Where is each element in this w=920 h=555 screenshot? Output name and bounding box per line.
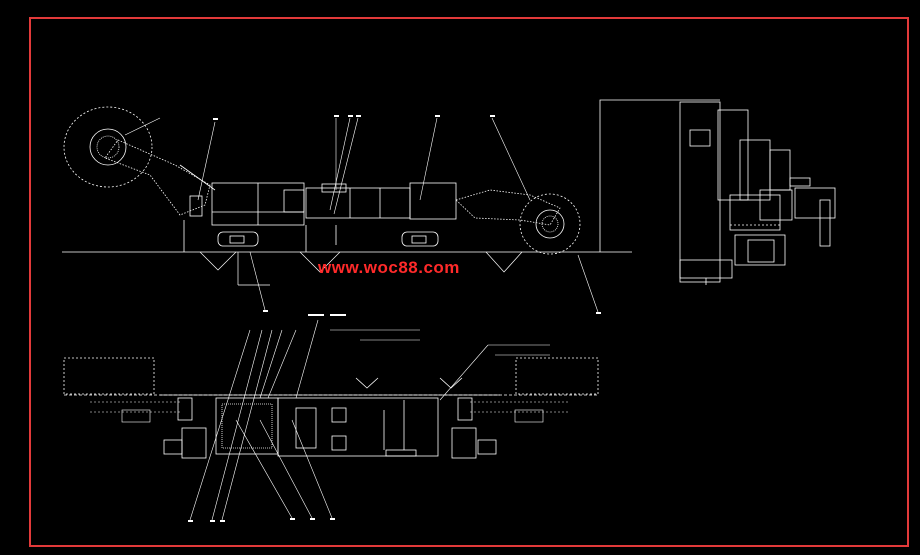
drawing-border [29,17,909,547]
end-column [679,101,721,283]
mid-section [305,187,411,219]
right-body [409,182,457,220]
track-rails [90,401,570,423]
left-boom [104,139,211,216]
foundation-hatch [199,251,523,286]
left-joint [189,195,203,217]
plan-view [63,314,599,522]
side-elevation-view [62,106,632,314]
chevron-mark-1 [355,377,379,389]
leader-lines [124,117,599,313]
bracket-right [457,397,473,421]
support-blocks [183,220,439,252]
right-boom [455,189,561,226]
plan-leader-lines [189,319,550,521]
chassis-body [277,397,439,457]
bracket-left [177,397,193,421]
chevron-mark-2 [439,377,463,389]
right-wheel-plan [515,357,599,395]
end-view [599,99,836,285]
leader-tags [213,115,601,314]
left-wheel-plan [63,357,155,395]
plan-leader-tags [188,314,346,522]
watermark-text: www.woc88.com [318,258,460,277]
right-wheel [519,193,581,255]
left-wheel [63,106,153,188]
